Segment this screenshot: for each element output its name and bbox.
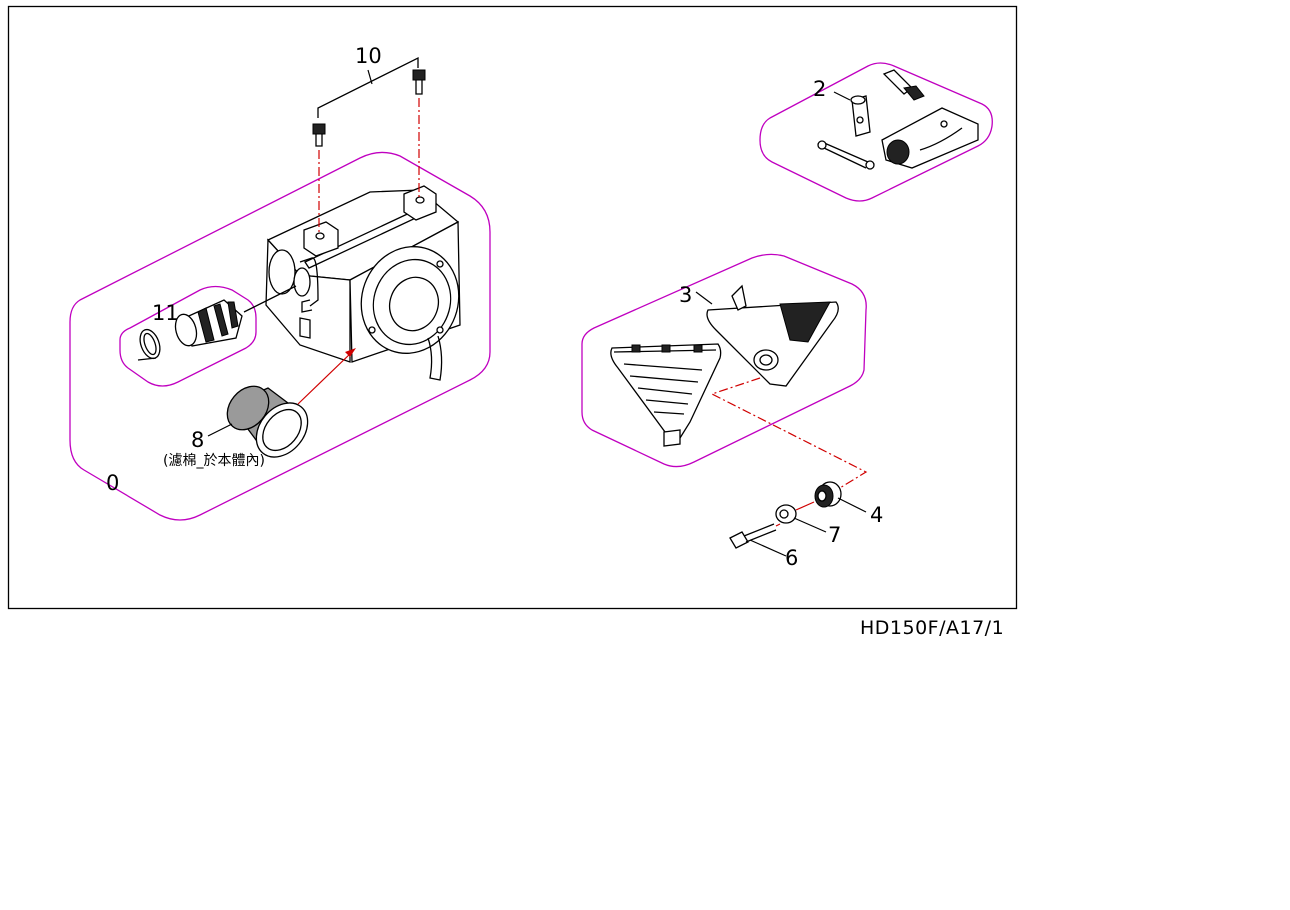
grommet-4 (814, 481, 842, 508)
filter-element-8 (226, 385, 309, 458)
group-outline-2 (759, 62, 993, 202)
centerline-cover-mount (710, 377, 868, 495)
part-label-0: 0 (106, 471, 119, 495)
part-label-10: 10 (355, 44, 382, 68)
leader-4 (837, 497, 867, 513)
part-label-3: 3 (679, 283, 692, 307)
part-label-2: 2 (813, 77, 826, 101)
side-cover-right-3 (706, 284, 839, 387)
centerline-collar (795, 501, 815, 511)
group-outline-3 (581, 253, 867, 468)
centerline-bolt-6 (775, 523, 781, 527)
air-cleaner-body (265, 185, 461, 381)
part-label-7: 7 (828, 523, 841, 547)
leader-2 (833, 91, 851, 101)
arrowhead-8 (345, 348, 356, 357)
part-label-8: 8 (191, 428, 204, 452)
bolt-6 (729, 523, 777, 549)
leader-10 (317, 56, 419, 118)
tool-kit-2 (817, 69, 979, 170)
leader-10-tick (367, 69, 373, 85)
filter-note: (濾棉_於本體內) (163, 452, 265, 469)
diagram-code: HD150F/A17/1 (860, 617, 1005, 639)
part-label-6: 6 (785, 546, 798, 570)
group-outline-0 (69, 151, 491, 521)
leader-3 (695, 291, 713, 305)
bolt-10-left (312, 123, 326, 147)
bolt-10-right (412, 69, 426, 95)
part-label-11: 11 (152, 301, 179, 325)
diagram-frame (7, 5, 1018, 610)
leader-8 (207, 423, 233, 437)
intake-joint-11 (174, 299, 243, 347)
hose-clamp-11 (137, 328, 161, 361)
leader-7 (793, 517, 827, 533)
side-cover-left-3 (610, 343, 722, 447)
leader-6 (749, 539, 787, 557)
leader-11 (243, 285, 297, 313)
group-outline-11 (119, 285, 257, 387)
leader-8-arrow (297, 351, 353, 405)
collar-7 (775, 504, 797, 524)
part-label-4: 4 (870, 503, 883, 527)
